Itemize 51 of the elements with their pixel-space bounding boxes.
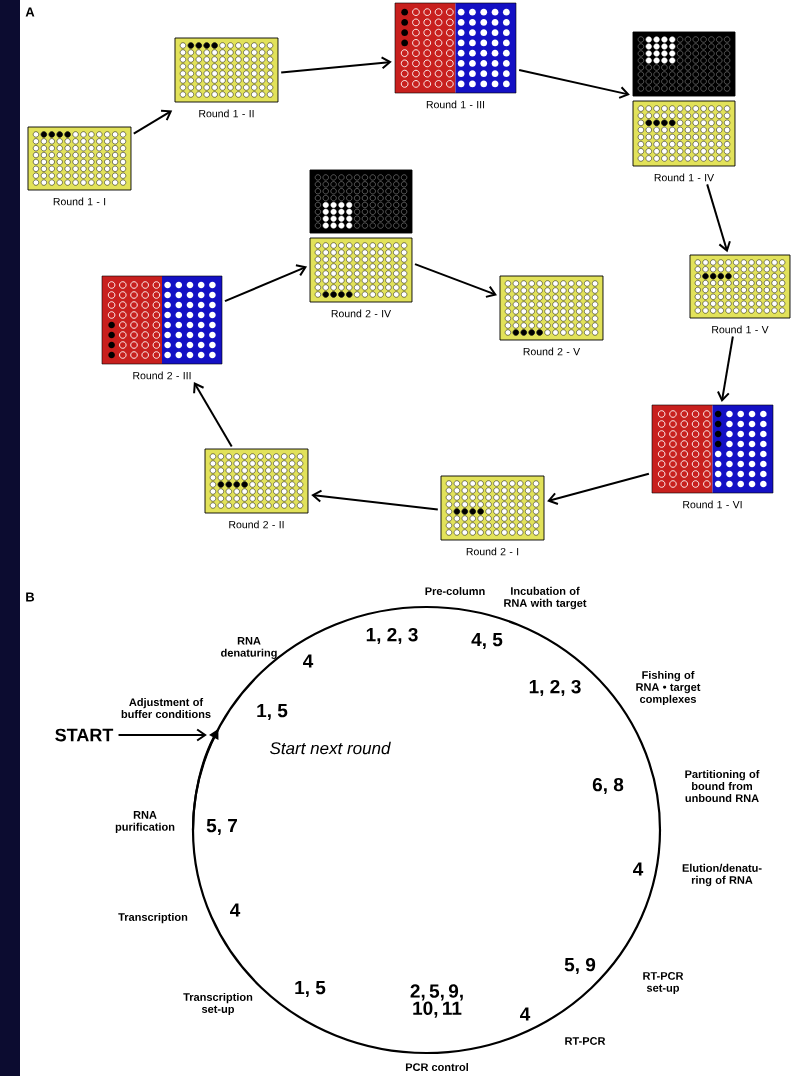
experiment-numbers: 6, 8 <box>592 777 624 795</box>
experiment-numbers: 1, 5 <box>257 704 288 720</box>
arrow <box>280 56 392 74</box>
plate-label: Round 1 - VI <box>683 500 742 509</box>
experiment-numbers: 2, 5, 9, 10, 11 <box>410 984 463 1018</box>
plate-label: Round 1 - V <box>712 325 769 334</box>
panel-letter: A <box>25 7 35 17</box>
experiment-numbers: 4, 5 <box>471 633 503 649</box>
step-label: RT-PCR <box>565 1037 606 1045</box>
experiment-numbers: 5, 9 <box>564 957 596 975</box>
plate-label: Round 2 - IV <box>331 309 392 318</box>
panel-letter: B <box>26 592 35 602</box>
plate-label: Round 1 - I <box>53 197 106 206</box>
plate-label: Round 2 - V <box>523 347 581 356</box>
step-label: Transcription set-up <box>183 992 253 1016</box>
plate-label: Round 2 - II <box>229 520 284 529</box>
step-label: Adjustment of buffer conditions <box>121 697 211 719</box>
arrow <box>117 728 207 742</box>
arrow <box>132 109 173 135</box>
plate-label: Round 2 - III <box>133 371 191 380</box>
experiment-numbers: 4 <box>303 654 314 668</box>
step-label: PCR control <box>405 1062 468 1072</box>
arrow <box>311 489 439 511</box>
experiment-numbers: 1, 2, 3 <box>366 627 418 645</box>
step-label: Pre-column <box>425 586 485 596</box>
experiment-numbers: 4 <box>520 1007 531 1021</box>
arrow <box>193 382 233 448</box>
experiment-numbers: 4 <box>633 862 644 876</box>
step-label: RNA denaturing <box>221 637 277 659</box>
step-label: RNA purification <box>115 811 175 833</box>
plate-label: Round 2 - I <box>466 547 519 556</box>
experiment-numbers: 4 <box>230 903 241 917</box>
arrow <box>518 68 630 99</box>
plate-label: Round 1 - III <box>426 100 485 109</box>
cycle-note: Start next round <box>270 741 391 755</box>
arrow <box>223 264 308 303</box>
step-label: RT-PCR set-up <box>643 972 684 994</box>
experiment-numbers: 1, 2, 3 <box>529 679 581 697</box>
arrow <box>547 472 650 505</box>
arrow <box>716 335 734 403</box>
step-label: Fishing of RNA • target complexes <box>636 670 701 706</box>
step-label: Incubation of RNA with target <box>504 586 587 610</box>
step-label: Elution/denatu-ring of RNA <box>682 863 762 887</box>
step-label: Partitioning of bound from unbound RNA <box>685 769 760 803</box>
experiment-numbers: 5, 7 <box>206 819 237 835</box>
arrow <box>706 183 731 253</box>
start-label: START <box>55 728 114 742</box>
experiment-numbers: 1, 5 <box>295 981 326 997</box>
plate-label: Round 1 - II <box>199 109 254 118</box>
arrow <box>414 263 497 298</box>
plate-label: Round 1 - IV <box>654 173 715 182</box>
